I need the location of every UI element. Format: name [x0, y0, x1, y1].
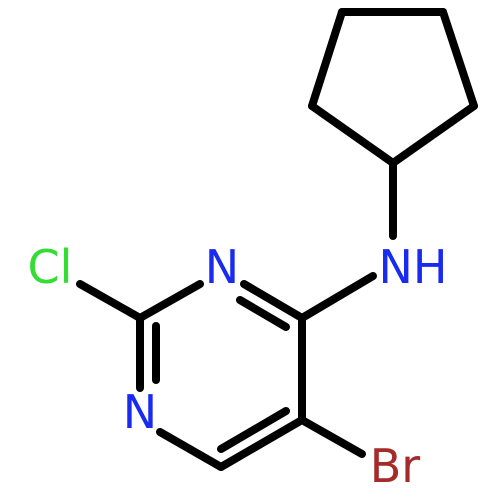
atom-nh: NH — [379, 240, 448, 294]
bond-c2-cl — [76, 280, 144, 322]
bond-c4-n3 — [240, 280, 306, 322]
bond-c6-c5-inner — [217, 407, 290, 453]
bond-n3-c2 — [136, 280, 204, 322]
bond-c4-n3-inner — [236, 296, 290, 331]
bonds — [76, 8, 478, 471]
atom-cl: Cl — [28, 240, 73, 294]
atom-n1: N — [123, 385, 157, 439]
bond-c5-br — [298, 416, 366, 458]
atom-br: Br — [370, 439, 421, 493]
atom-n3: N — [205, 240, 239, 294]
bond-ring-lower-right — [389, 102, 478, 167]
bond-ring-upper-right — [439, 8, 478, 110]
bond-n1-c6 — [156, 428, 225, 471]
atom-labels: Cl N NH N Br — [28, 240, 448, 493]
bond-ring-lower-left — [308, 102, 397, 167]
bond-ring-upper-left — [308, 8, 346, 110]
bond-nh-to-c4 — [298, 272, 377, 322]
bond-c6-c5 — [217, 416, 306, 471]
